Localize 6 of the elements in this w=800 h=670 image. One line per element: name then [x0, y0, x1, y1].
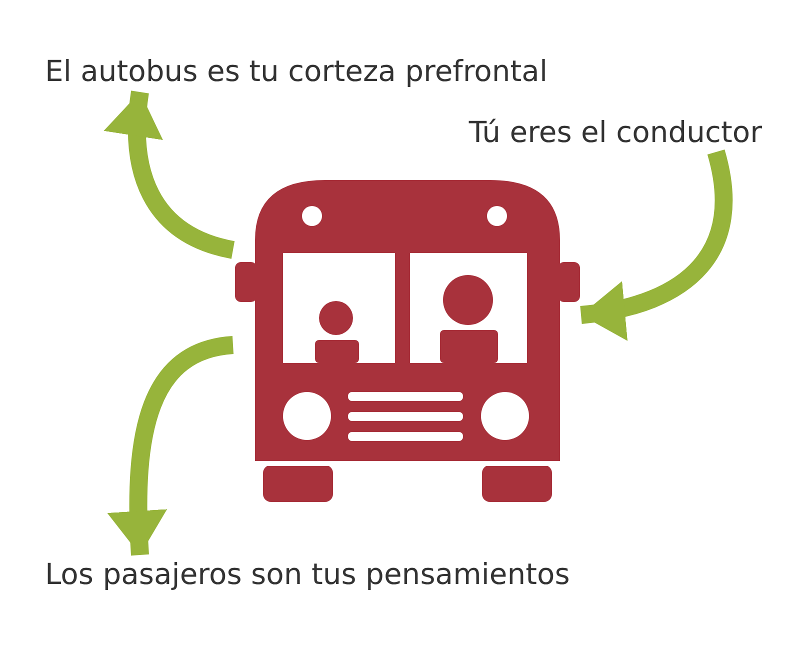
caption-text: El autobus es tu corteza prefrontal — [45, 52, 548, 90]
curved-arrow — [580, 150, 733, 339]
caption-text: Los pasajeros son tus pensamientos — [45, 555, 570, 593]
bus-drawing — [235, 180, 580, 502]
curved-arrow — [105, 90, 236, 259]
caption-text: Tú eres el conductor — [468, 113, 762, 151]
